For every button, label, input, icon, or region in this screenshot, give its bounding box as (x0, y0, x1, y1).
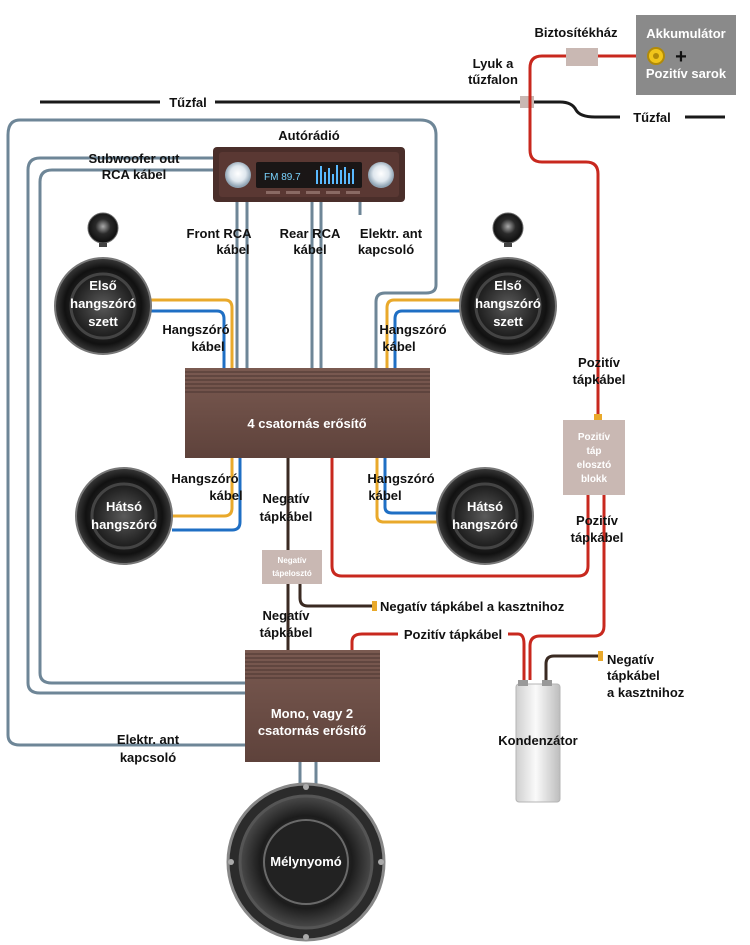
positive-terminal (594, 414, 602, 420)
radio-display-text: FM 89.7 (264, 172, 301, 183)
negative-power-1-label-2: tápkábel (260, 509, 313, 524)
battery-terminal-label: Pozitív sarok (646, 66, 727, 81)
positive-distributor (563, 420, 625, 495)
capacitor (515, 680, 561, 803)
subwoofer-rca-label-2: RCA kábel (102, 167, 167, 182)
positive-power-3-label: Pozitív tápkábel (404, 627, 502, 642)
negative-power-2-label-2: tápkábel (260, 625, 313, 640)
fuse-holder-label: Biztosítékház (534, 25, 618, 40)
battery-plus-sign: + (675, 46, 687, 68)
firewall-hole-grommet (520, 96, 534, 108)
firewall-hole-label-1: Lyuk a (473, 56, 514, 71)
negative-distributor-label-2: tápelosztó (272, 569, 312, 578)
front-speaker-right-label-1: Első (494, 278, 522, 293)
positive-power-1-label-1: Pozitív (578, 355, 621, 370)
amp-4-channel-label: 4 csatornás erősítő (247, 416, 366, 431)
subwoofer-rca-label-1: Subwoofer out (89, 151, 181, 166)
firewall-line (40, 100, 725, 119)
power-cables (330, 54, 640, 680)
rear-speaker-left-label-1: Hátsó (106, 499, 142, 514)
volume-knob-icon (225, 162, 251, 188)
rear-rca-label-1: Rear RCA (280, 226, 341, 241)
firewall-left-label: Tűzfal (169, 95, 207, 110)
speaker-cable-tl-label-2: kábel (191, 339, 224, 354)
speaker-cable-tr-label-1: Hangszóró (379, 322, 446, 337)
front-speaker-right-label-2: hangszóró (475, 296, 541, 311)
negative-to-chassis-2-label-2: tápkábel (607, 668, 660, 683)
capacitor-label: Kondenzátor (498, 733, 577, 748)
mono-amp-label-1: Mono, vagy 2 (271, 706, 353, 721)
front-speaker-left-label-1: Első (89, 278, 117, 293)
negative-to-chassis-2-label-1: Negatív (607, 652, 655, 667)
ground-cables (286, 458, 598, 680)
negative-to-chassis-1-label: Negatív tápkábel a kasztnihoz (380, 599, 565, 614)
negative-distributor (262, 550, 322, 584)
equalizer-bars-icon (316, 165, 354, 184)
positive-power-2-label-2: tápkábel (571, 530, 624, 545)
chassis-terminal-2 (598, 651, 603, 661)
firewall-hole-label-2: tűzfalon (468, 72, 518, 87)
rear-rca-label-2: kábel (293, 242, 326, 257)
speaker-cables (150, 298, 462, 532)
speaker-cable-br-label-2: kábel (368, 488, 401, 503)
battery (636, 15, 736, 95)
rear-speaker-right (436, 467, 534, 565)
front-speaker-right-label-3: szett (493, 314, 523, 329)
front-speaker-left-label-3: szett (88, 314, 118, 329)
front-speaker-right (459, 257, 557, 355)
rear-speaker-left-label-2: hangszóró (91, 517, 157, 532)
negative-power-2-label-1: Negatív (263, 608, 311, 623)
speaker-cable-bl-label-1: Hangszóró (171, 471, 238, 486)
front-speaker-left (54, 257, 152, 355)
front-rca-label-2: kábel (216, 242, 249, 257)
head-unit (213, 147, 405, 202)
battery-label: Akkumulátor (646, 26, 725, 41)
remote-bottom-label-1: Elektr. ant (117, 732, 180, 747)
amp-4-channel (185, 368, 430, 458)
mono-amp (245, 650, 380, 762)
negative-power-1-label-1: Negatív (263, 491, 311, 506)
speaker-cable-tl-label-1: Hangszóró (162, 322, 229, 337)
remote-top-label-2: kapcsoló (358, 242, 414, 257)
tweeter-right-icon (492, 212, 524, 247)
remote-top-label-1: Elektr. ant (360, 226, 423, 241)
fuse-holder (566, 48, 598, 66)
preset-buttons (266, 191, 360, 194)
rear-speaker-left (75, 467, 173, 565)
positive-distributor-label-4: blokk (581, 474, 608, 485)
radio-display (256, 162, 362, 188)
positive-distributor-label-3: elosztó (577, 460, 611, 471)
positive-distributor-label-2: táp (587, 446, 602, 457)
front-rca-label-1: Front RCA (187, 226, 253, 241)
tuner-knob-icon (368, 162, 394, 188)
firewall-right-label: Tűzfal (633, 110, 671, 125)
negative-to-chassis-2-label-3: a kasztnihoz (607, 685, 685, 700)
head-unit-label: Autórádió (278, 128, 339, 143)
tweeter-left-icon (87, 212, 119, 247)
chassis-terminal-1 (372, 601, 377, 611)
subwoofer-label: Mélynyomó (270, 854, 342, 869)
positive-distributor-label-1: Pozitív (578, 432, 611, 443)
terminal-bolt-icon (653, 53, 659, 59)
negative-distributor-label-1: Negatív (278, 556, 307, 565)
positive-power-2-label-1: Pozitív (576, 513, 619, 528)
mono-amp-label-2: csatornás erősítő (258, 723, 366, 738)
speaker-cable-br-label-1: Hangszóró (367, 471, 434, 486)
front-speaker-left-label-2: hangszóró (70, 296, 136, 311)
remote-bottom-label-2: kapcsoló (120, 750, 176, 765)
rear-speaker-right-label-1: Hátsó (467, 499, 503, 514)
speaker-cable-bl-label-2: kábel (209, 488, 242, 503)
positive-power-1-label-2: tápkábel (573, 372, 626, 387)
subwoofer (226, 782, 386, 942)
speaker-cable-tr-label-2: kábel (382, 339, 415, 354)
rear-speaker-right-label-2: hangszóró (452, 517, 518, 532)
